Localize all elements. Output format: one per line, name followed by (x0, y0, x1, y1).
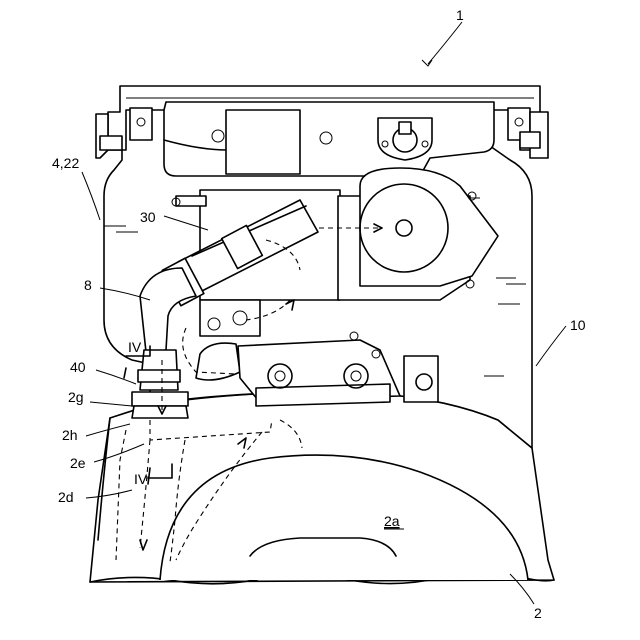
label-4-22: 4,22 (52, 155, 79, 171)
base-housing (90, 392, 554, 584)
label-2d: 2d (58, 489, 74, 505)
section-label-bottom: IV (134, 471, 148, 487)
label-1: 1 (456, 7, 464, 23)
label-40: 40 (70, 359, 86, 375)
label-2h: 2h (62, 427, 78, 443)
label-2a: 2a (384, 513, 400, 529)
label-10: 10 (570, 317, 586, 333)
section-label-top: IV (128, 339, 142, 355)
label-8: 8 (84, 277, 92, 293)
label-2: 2 (534, 605, 542, 621)
label-2e: 2e (70, 455, 86, 471)
label-2g: 2g (68, 389, 84, 405)
label-30: 30 (140, 209, 156, 225)
